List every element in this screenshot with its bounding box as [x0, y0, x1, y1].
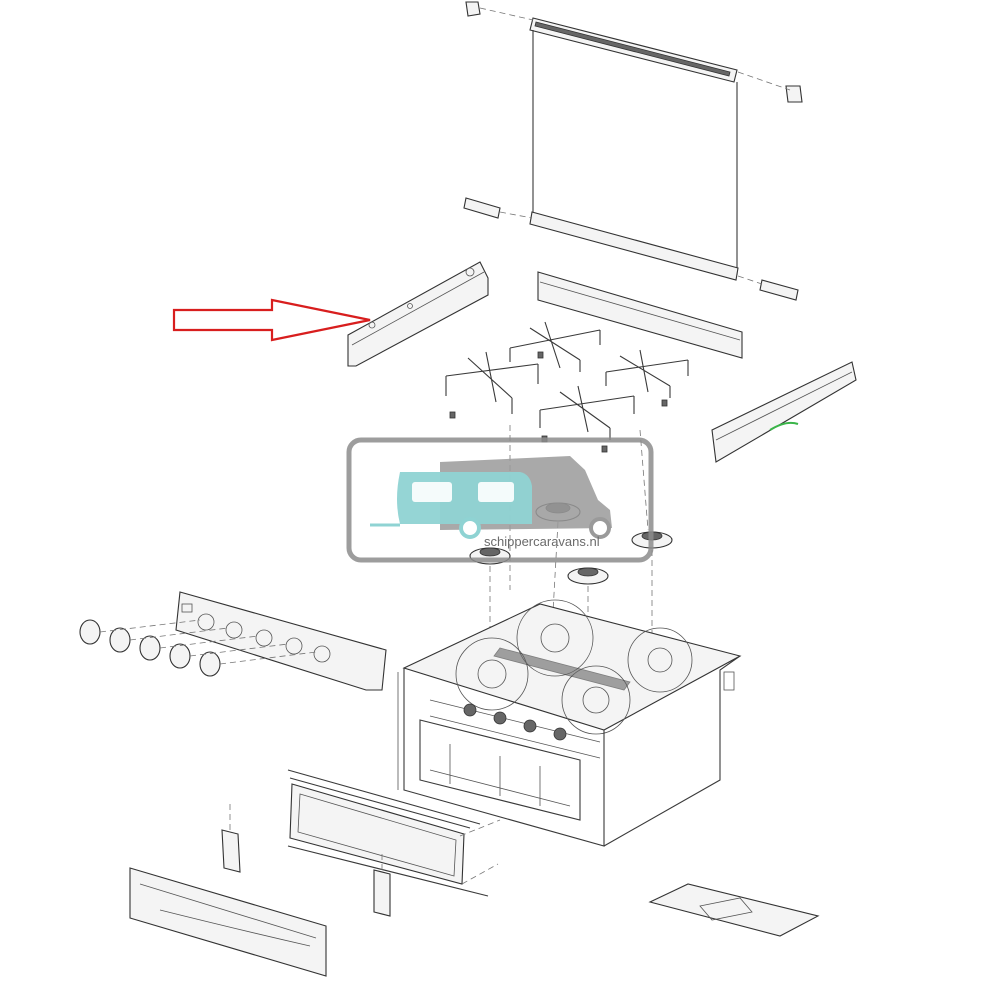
watermark: schippercaravans.nl [346, 437, 654, 563]
rear-trim-strip [537, 271, 743, 359]
cooker-body [397, 599, 742, 847]
front-door-panel[interactable] [129, 867, 327, 977]
knob-2 [109, 627, 131, 653]
roller-cover-assembly [463, 1, 803, 301]
blind-sheet [532, 30, 738, 275]
knob-1 [79, 619, 101, 645]
control-knobs [79, 619, 317, 677]
highlight-arrow-icon [172, 298, 371, 342]
hinge-left [221, 829, 241, 873]
pan-support-rear-right [605, 349, 689, 407]
oven-door-frame [287, 769, 501, 897]
knob-4 [169, 643, 191, 669]
hob-plate [648, 883, 820, 937]
control-panel [175, 591, 387, 691]
pan-support-front-left [445, 351, 539, 419]
burner-cap-4 [567, 567, 609, 585]
hinge-right [373, 869, 391, 917]
knob-3 [139, 635, 161, 661]
bottom-bar [529, 211, 739, 281]
knob-5 [199, 651, 221, 677]
door-hinges [221, 800, 391, 917]
left-bottom-pin [463, 197, 501, 219]
left-top-bracket [465, 1, 481, 17]
right-bottom-pin [759, 279, 799, 301]
right-side-trim-strip [711, 361, 857, 463]
right-top-bracket [785, 85, 803, 103]
watermark-text: schippercaravans.nl [484, 534, 600, 549]
pan-support-rear-left [509, 321, 601, 372]
left-side-trim-strip[interactable] [347, 261, 489, 367]
